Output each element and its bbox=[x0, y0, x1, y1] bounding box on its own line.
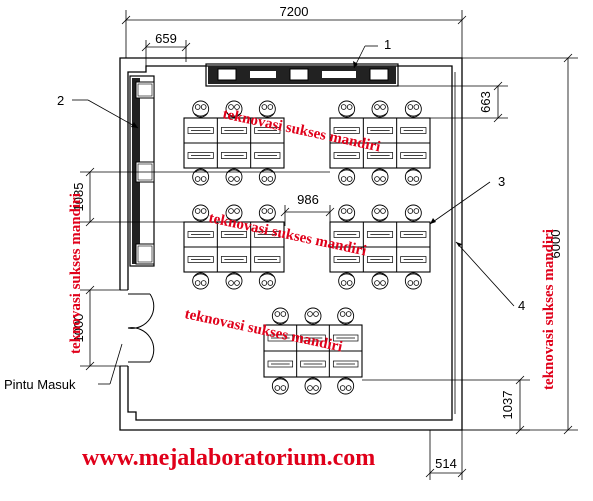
table-group bbox=[329, 100, 431, 186]
door-swing-bottom bbox=[127, 327, 155, 363]
inner-wall bbox=[127, 65, 453, 421]
chair bbox=[371, 204, 389, 222]
table-group bbox=[183, 204, 285, 290]
callout-4: 4 bbox=[518, 298, 525, 313]
chair bbox=[338, 204, 356, 222]
callout-3: 3 bbox=[498, 174, 505, 189]
table-group bbox=[183, 100, 285, 186]
dim-side-gap: 514 bbox=[435, 456, 457, 471]
dim-table-spacing: 986 bbox=[297, 192, 319, 207]
chair bbox=[225, 272, 243, 290]
dim-overall-width: 7200 bbox=[280, 4, 309, 19]
table-group bbox=[329, 204, 431, 290]
chair bbox=[271, 307, 289, 325]
chair bbox=[404, 272, 422, 290]
chair bbox=[404, 168, 422, 186]
dimension-lines bbox=[80, 10, 578, 480]
side-bench bbox=[129, 75, 155, 267]
dim-overall-height: 6000 bbox=[548, 230, 563, 259]
chair bbox=[337, 307, 355, 325]
dim-front-bench-gap: 663 bbox=[478, 91, 493, 113]
dim-door-width: 1000 bbox=[71, 314, 86, 343]
sink-3 bbox=[369, 68, 389, 81]
front-bench bbox=[205, 63, 399, 87]
student-tables bbox=[183, 100, 431, 395]
chair bbox=[304, 307, 322, 325]
chair bbox=[404, 100, 422, 118]
entrance-door bbox=[120, 289, 155, 367]
chair bbox=[404, 204, 422, 222]
callout-1: 1 bbox=[384, 37, 391, 52]
chair bbox=[192, 100, 210, 118]
watermark-5: teknovasi sukses mandiri bbox=[541, 229, 557, 390]
dim-side-table-gap: 1085 bbox=[71, 183, 86, 212]
chair bbox=[337, 377, 355, 395]
watermarks: teknovasi sukses mandiri teknovasi sukse… bbox=[68, 106, 557, 471]
chair bbox=[371, 168, 389, 186]
table-group bbox=[263, 307, 363, 395]
chair bbox=[192, 272, 210, 290]
callout-arrowheads bbox=[131, 61, 462, 247]
chair bbox=[258, 272, 276, 290]
watermark-4: teknovasi sukses mandiri bbox=[68, 193, 84, 354]
sink-2 bbox=[289, 68, 309, 81]
chair bbox=[371, 100, 389, 118]
dim-rear-gap: 1037 bbox=[500, 391, 515, 420]
chair bbox=[338, 100, 356, 118]
chair bbox=[225, 168, 243, 186]
callout-2: 2 bbox=[57, 93, 64, 108]
chair bbox=[338, 168, 356, 186]
chair bbox=[271, 377, 289, 395]
sink-1 bbox=[217, 68, 237, 81]
chair bbox=[338, 272, 356, 290]
chair bbox=[304, 377, 322, 395]
chair bbox=[258, 168, 276, 186]
chair bbox=[192, 204, 210, 222]
chair bbox=[371, 272, 389, 290]
door-swing-top bbox=[127, 293, 155, 329]
website-url: www.mejalaboratorium.com bbox=[82, 445, 375, 471]
chair bbox=[258, 100, 276, 118]
entrance-label: Pintu Masuk bbox=[4, 377, 76, 392]
chair bbox=[192, 168, 210, 186]
chair bbox=[258, 204, 276, 222]
chair bbox=[225, 100, 243, 118]
callout-leaders bbox=[72, 45, 515, 385]
dim-side-bench-width: 659 bbox=[155, 31, 177, 46]
chair bbox=[225, 204, 243, 222]
